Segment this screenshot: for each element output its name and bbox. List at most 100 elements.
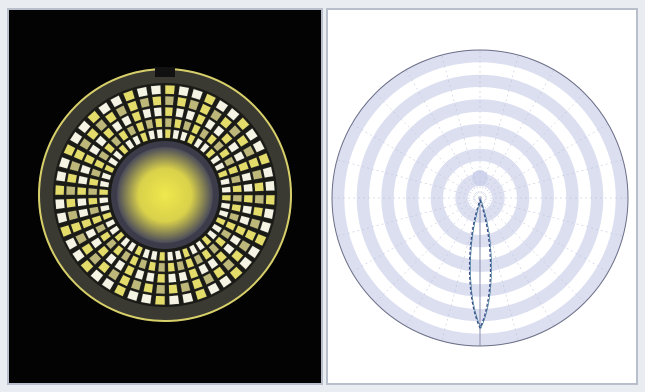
reflector-facet (145, 271, 156, 283)
reflector-facet (229, 234, 242, 247)
reflector-facet (254, 194, 265, 205)
reflector-facet (179, 281, 191, 293)
reflector-facet (77, 119, 92, 134)
reflector-facet (228, 124, 242, 138)
reflector-facet (164, 117, 173, 128)
reflector-facet (83, 153, 96, 166)
reflector-facet (164, 128, 172, 139)
reflector-facet (222, 242, 236, 256)
reflector-facet (58, 156, 71, 170)
reflector-facet (86, 109, 101, 125)
reflector-facet (264, 180, 276, 192)
reflector-facet (137, 258, 148, 270)
reflector-facet (94, 134, 108, 148)
reflector-facet (100, 171, 112, 181)
reflector-facet (98, 188, 109, 196)
reflector-facet (136, 86, 149, 98)
reflector-facet (176, 96, 188, 108)
reflector-facet (153, 106, 163, 118)
reflector-facet (222, 258, 236, 272)
reflector-facet (86, 127, 100, 141)
reflector-facet (66, 172, 78, 184)
reflector-facet (164, 95, 175, 106)
reflector-facet (253, 181, 265, 192)
facet-ring-3 (76, 106, 254, 284)
reflector-facet (157, 262, 166, 273)
reflector-facet (227, 165, 239, 176)
reflector-render-panel (7, 8, 323, 385)
reflector-facet (120, 114, 133, 127)
reflector-facet (242, 183, 254, 193)
reflector-facet (107, 268, 121, 282)
reflector-facet (77, 208, 90, 219)
reflector-facet (77, 175, 89, 186)
reflector-facet (56, 211, 68, 224)
reflector-facet (254, 233, 268, 247)
reflector-facet (194, 239, 206, 252)
reflector-facet (142, 282, 154, 294)
reflector-facet (105, 238, 118, 250)
reflector-facet (212, 140, 225, 152)
reflector-facet (130, 110, 142, 123)
reflector-facet (88, 177, 100, 187)
polar-intensity-plot (331, 49, 629, 347)
reflector-facet (126, 289, 140, 302)
reflector-facet (151, 95, 162, 107)
reflector-facet (221, 194, 232, 202)
reflector-facet (54, 184, 65, 196)
reflector-facet (227, 140, 240, 154)
reflector-facet (126, 124, 137, 137)
reflector-facet (229, 265, 244, 281)
reflector-facet (174, 249, 183, 261)
reflector-facet (155, 284, 166, 295)
reflector-facet (198, 127, 210, 140)
reflector-facet (252, 206, 264, 218)
reflector-facet (65, 198, 77, 209)
reflector-facet (243, 194, 254, 204)
reflector-facet (244, 127, 259, 142)
reflector-facet (96, 245, 110, 258)
reflector-facet (90, 167, 102, 178)
reflector-facet (69, 160, 81, 173)
reflector-facet (115, 104, 128, 118)
reflector-facet (233, 150, 246, 163)
reflector-facet (154, 295, 166, 306)
reflector-facet (218, 147, 231, 160)
reflector-facet (107, 156, 119, 167)
reflector-facet (212, 124, 226, 138)
reflector-facet (194, 287, 208, 301)
reflector-facet (99, 230, 112, 243)
reflector-facet (74, 232, 88, 245)
reflector-facet (219, 116, 233, 130)
reflector-facet (88, 206, 100, 216)
reflector-facet (67, 209, 79, 221)
reflector-facet (124, 138, 136, 151)
reflector-facet (214, 235, 227, 248)
reflector-facet (94, 223, 107, 234)
reflector-facet (150, 250, 158, 261)
reflector-facet (187, 99, 200, 111)
reflector-facet (79, 259, 95, 274)
reflector-facet (70, 221, 83, 234)
reflector-facet (104, 218, 116, 229)
reflector-facet (73, 148, 86, 161)
facet-ring-4 (87, 117, 243, 273)
reflector-facet (184, 257, 195, 269)
reflector-facet (131, 134, 142, 146)
reflector-facet (190, 123, 202, 136)
reflector-facet (103, 163, 115, 174)
reflector-facet (97, 150, 110, 162)
reflector-facet (220, 228, 233, 240)
reflector-facet (154, 117, 163, 128)
reflector-facet (263, 207, 275, 220)
reflector-facet (252, 139, 266, 154)
reflector-facet (235, 134, 250, 148)
reflector-facet (90, 236, 103, 250)
reflector-facet (247, 245, 261, 259)
reflector-facet (120, 250, 132, 263)
reflector-facet (218, 209, 230, 219)
reflector-facet (76, 186, 87, 196)
reflector-facet (181, 247, 191, 259)
reflector-facet (232, 184, 243, 193)
